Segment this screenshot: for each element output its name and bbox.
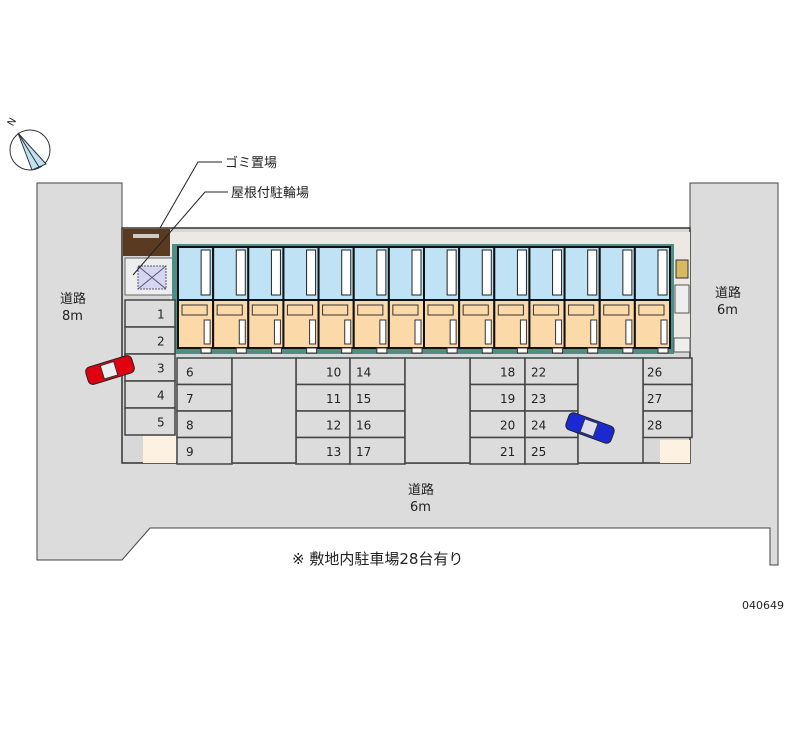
parking-slot-14: 14	[349, 357, 406, 386]
parking-slot-number: 17	[356, 445, 371, 459]
parking-slot-28: 28	[642, 410, 693, 439]
parking-slot-7: 7	[176, 383, 233, 412]
parking-slot-number: 27	[647, 392, 662, 406]
parking-slot-15: 15	[349, 383, 406, 412]
parking-slot-number: 21	[500, 445, 515, 459]
storage-box	[674, 284, 690, 314]
parking-slot-number: 11	[326, 392, 341, 406]
road-right-name: 道路	[715, 285, 741, 301]
parking-slot-number: 13	[326, 445, 341, 459]
car-blue	[565, 412, 615, 444]
apartment-unit	[352, 246, 390, 354]
parking-slot-number: 2	[157, 335, 165, 349]
corner-planter-right	[660, 440, 690, 463]
parking-slot-number: 8	[186, 418, 194, 432]
parking-slot-2: 2	[124, 326, 176, 355]
parking-slot-8: 8	[176, 410, 233, 439]
storage-box-2	[673, 337, 691, 353]
apartment-unit	[177, 246, 215, 354]
road-left-width: 8m	[62, 309, 83, 324]
parking-slot-11: 11	[295, 383, 351, 412]
parking-slot-20: 20	[469, 410, 526, 439]
parking-slot-number: 18	[500, 365, 515, 379]
parking-slot-number: 22	[531, 365, 546, 379]
aisle	[577, 357, 644, 464]
parking-slot-number: 5	[157, 416, 165, 430]
parking-slot-number: 25	[531, 445, 546, 459]
parking-note: ※ 敷地内駐車場28台有り	[292, 550, 463, 568]
parking-slot-19: 19	[469, 383, 526, 412]
parking-slot-5: 5	[124, 407, 176, 436]
parking-slot-number: 14	[356, 365, 371, 379]
parking-slot-13: 13	[295, 436, 351, 465]
parking-slot-17: 17	[349, 436, 406, 465]
car-red	[85, 355, 135, 385]
label-garbage: ゴミ置場	[225, 155, 277, 171]
parking-slot-number: 6	[186, 365, 194, 379]
compass-icon: N	[6, 116, 51, 171]
parking-slot-26: 26	[642, 357, 693, 386]
parking-slots: 1234567891011121314151617181920212223242…	[124, 299, 693, 465]
parking-slot-number: 23	[531, 392, 546, 406]
aisle	[404, 357, 471, 464]
apartment-unit	[247, 246, 285, 354]
parking-slot-number: 20	[500, 418, 515, 432]
parking-slot-number: 1	[157, 308, 165, 322]
parking-slot-number: 24	[531, 418, 546, 432]
apartment-unit	[493, 246, 531, 354]
parking-slot-9: 9	[176, 436, 233, 465]
apartment-unit	[563, 246, 601, 354]
garbage-area	[123, 229, 170, 256]
parking-slot-number: 10	[326, 365, 341, 379]
parking-slot-23: 23	[524, 383, 579, 412]
parking-slot-1: 1	[124, 299, 176, 328]
garbage-lid	[133, 234, 159, 238]
property-code: 040649	[742, 599, 784, 612]
parking-slot-number: 4	[157, 389, 165, 403]
apartment-unit	[212, 246, 250, 354]
apartment-unit	[423, 246, 461, 354]
parking-slot-10: 10	[295, 357, 351, 386]
parking-slot-number: 7	[186, 392, 194, 406]
bicycle-area-cross	[137, 265, 167, 290]
apartment-unit	[598, 246, 636, 354]
apartment-unit	[282, 246, 320, 354]
apartment-unit	[317, 246, 355, 354]
corner-planter-left	[143, 436, 176, 463]
parking-slot-18: 18	[469, 357, 526, 386]
road-bottom-width: 6m	[410, 500, 431, 515]
apartment-unit	[528, 246, 566, 354]
aisle	[231, 357, 297, 464]
parking-slot-16: 16	[349, 410, 406, 439]
parking-slot-25: 25	[524, 436, 579, 465]
compass-north-label: N	[6, 116, 19, 128]
parking-slot-number: 15	[356, 392, 371, 406]
apartment-unit	[458, 246, 496, 354]
label-bicycle: 屋根付駐輪場	[231, 185, 309, 201]
parking-slot-number: 12	[326, 418, 341, 432]
parking-slot-21: 21	[469, 436, 526, 465]
parking-slot-number: 3	[157, 362, 165, 376]
building	[177, 246, 671, 354]
road-bottom-name: 道路	[408, 482, 434, 498]
apartment-unit	[387, 246, 426, 354]
road-left-name: 道路	[60, 291, 86, 307]
parking-slot-number: 9	[186, 445, 194, 459]
parking-slot-4: 4	[124, 380, 176, 409]
parking-slot-number: 28	[647, 418, 662, 432]
parking-slot-6: 6	[176, 357, 233, 386]
apartment-unit	[633, 246, 671, 354]
parking-slot-number: 19	[500, 392, 515, 406]
parking-slot-27: 27	[642, 383, 693, 412]
road-right-width: 6m	[717, 303, 738, 318]
leader-garbage	[159, 161, 222, 229]
parking-slot-number: 26	[647, 365, 662, 379]
parking-slot-number: 16	[356, 418, 371, 432]
parking-slot-22: 22	[524, 357, 579, 386]
leader-bicycle	[132, 191, 228, 276]
parking-slot-12: 12	[295, 410, 351, 439]
meter-box	[675, 259, 689, 279]
